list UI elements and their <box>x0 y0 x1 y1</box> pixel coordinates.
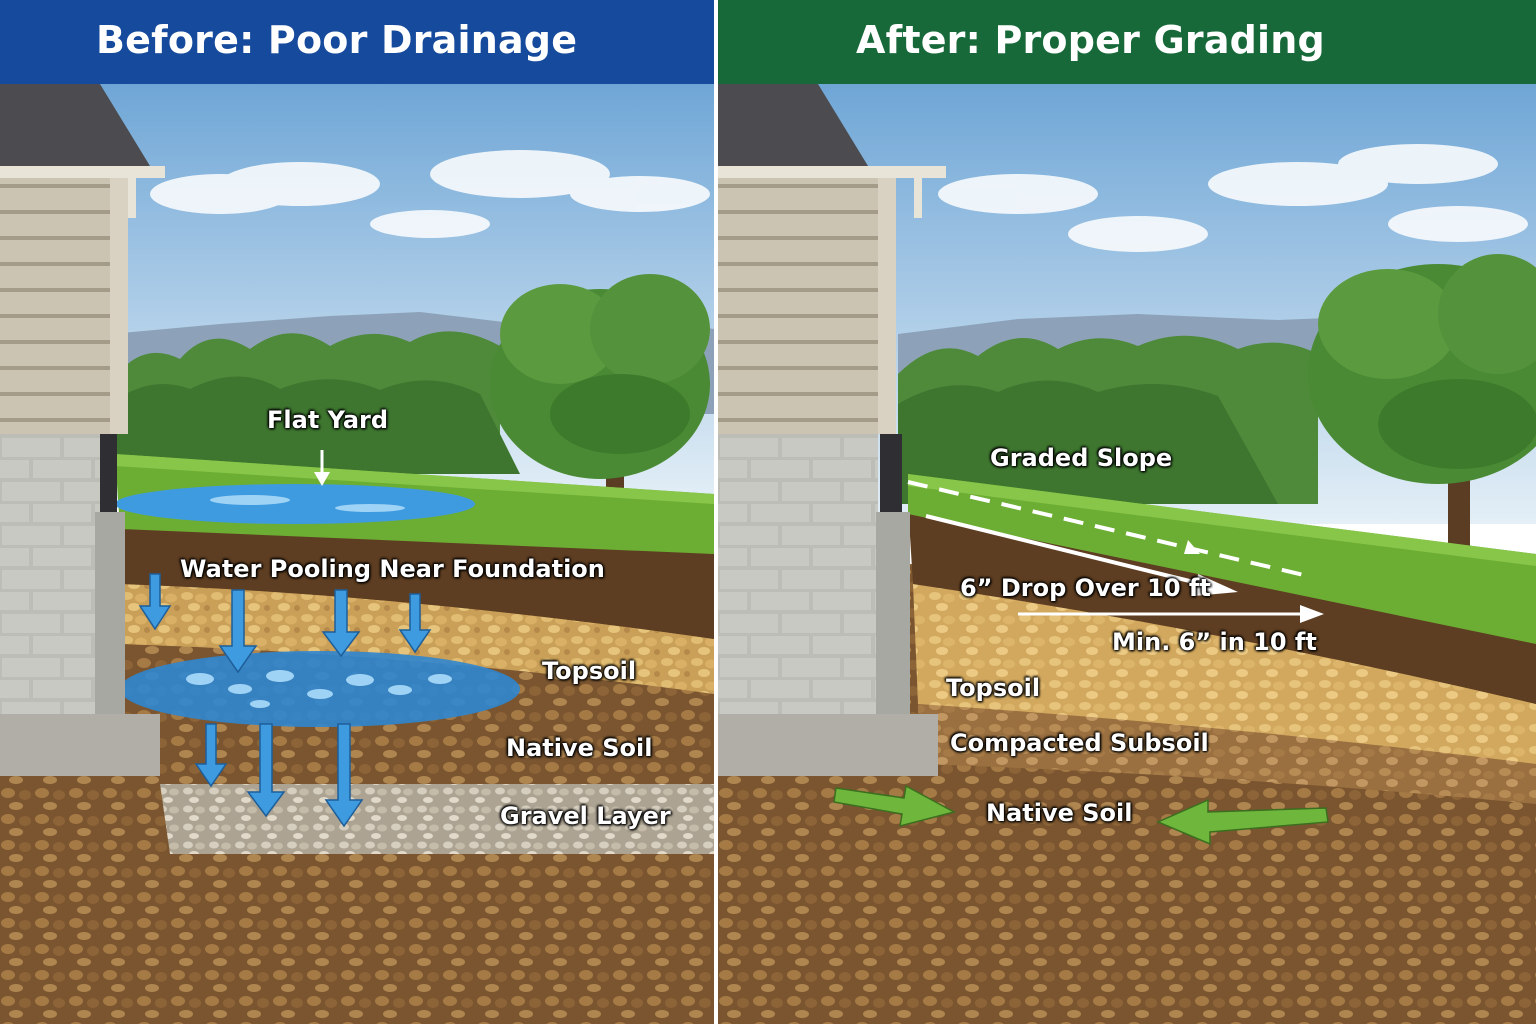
native-soil-label: Native Soil <box>506 734 653 762</box>
before-header: Before: Poor Drainage <box>0 0 714 84</box>
drop-label: 6” Drop Over 10 ft <box>960 574 1211 602</box>
after-header: After: Proper Grading <box>718 0 1536 84</box>
dark-soil-layer <box>120 524 714 639</box>
tree-line <box>110 331 520 474</box>
before-scene <box>0 84 714 1024</box>
slope-arrow-icon <box>925 514 1324 623</box>
compacted-subsoil-label: Compacted Subsoil <box>950 729 1209 757</box>
water-pooling-label: Water Pooling Near Foundation <box>180 555 605 583</box>
clouds <box>150 150 710 238</box>
gravel-layer-label: Gravel Layer <box>500 802 671 830</box>
after-panel: After: Proper Grading <box>718 0 1536 1024</box>
topsoil-label: Topsoil <box>946 674 1041 702</box>
after-title: After: Proper Grading <box>856 18 1325 62</box>
before-title: Before: Poor Drainage <box>96 18 578 62</box>
before-panel: Before: Poor Drainage <box>0 0 714 1024</box>
after-scene <box>718 84 1536 1024</box>
dark-soil-layer <box>908 504 1536 704</box>
surface-puddle <box>115 484 475 524</box>
flat-yard-label: Flat Yard <box>267 406 389 434</box>
clouds <box>938 144 1528 252</box>
tree-icon <box>1308 254 1536 564</box>
house-icon <box>718 84 946 776</box>
water-arrow-icon <box>138 573 432 828</box>
tree-line <box>898 335 1318 504</box>
native-soil-label: Native Soil <box>986 799 1133 827</box>
graded-slope-line <box>907 480 1309 578</box>
compacted-subsoil-layer <box>918 704 1536 804</box>
puddle-icon <box>120 651 520 727</box>
panel-divider <box>714 0 718 1024</box>
topsoil-label: Topsoil <box>542 657 637 685</box>
graded-slope-label: Graded Slope <box>990 444 1173 472</box>
min-label: Min. 6” in 10 ft <box>1112 628 1317 656</box>
tree-icon <box>490 274 710 494</box>
gravel-layer <box>160 784 714 854</box>
house-icon <box>0 84 165 776</box>
topsoil-layer <box>913 584 1536 764</box>
flat-yard-pointer <box>314 450 330 486</box>
grass <box>908 474 1536 644</box>
green-arrow-icon <box>833 784 1329 846</box>
